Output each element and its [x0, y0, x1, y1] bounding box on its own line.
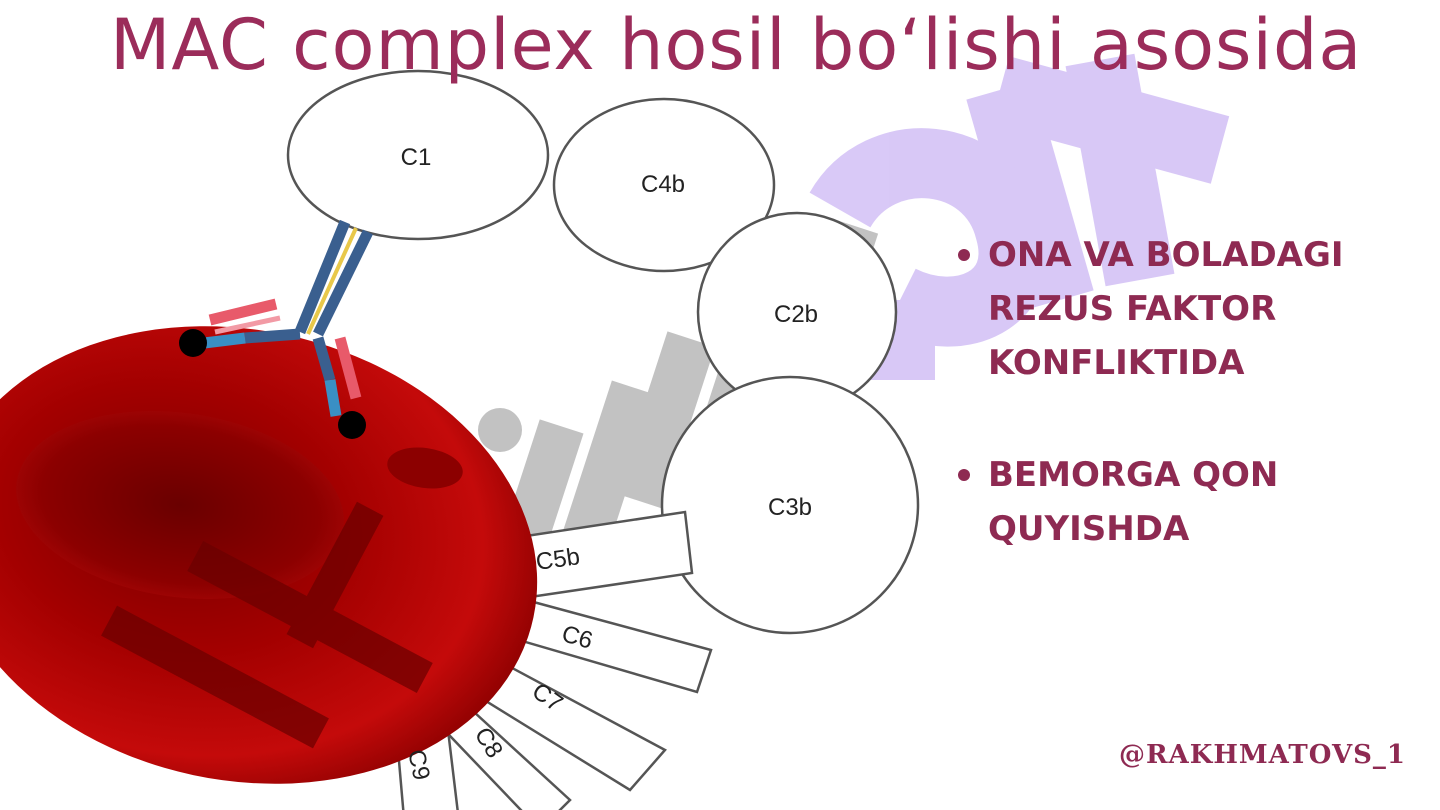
c9-label: C9: [402, 747, 435, 783]
bullet-text: BEMORGA QON QUYISHDA: [988, 455, 1279, 549]
c4b-label: C4b: [641, 171, 685, 198]
bullet-dot: [958, 249, 970, 261]
watermark-24: [809, 53, 1230, 380]
page-title: MAC complex hosil bo‘lishi asosida: [110, 4, 1363, 86]
c2b-label: C2b: [774, 301, 818, 328]
complement-chain: [286, 69, 920, 810]
red-blood-cell: [0, 326, 538, 784]
bullet-list: ONA VA BOLADAGI REZUS FAKTOR KONFLIKTIDA…: [958, 228, 1398, 614]
c3b-node: [660, 375, 920, 635]
author-handle: @RAKHMATOVS_1: [1118, 740, 1406, 770]
c6-node: [503, 595, 713, 694]
antibody: [179, 219, 373, 439]
c4b-node: [552, 97, 776, 273]
bullet-dot: [958, 469, 970, 481]
c3b-label: C3b: [768, 494, 812, 521]
c1-label: C1: [401, 144, 432, 171]
bullet-text: ONA VA BOLADAGI REZUS FAKTOR KONFLIKTIDA: [988, 235, 1344, 383]
c1-node: [286, 69, 550, 241]
bullet-item-transfusion: BEMORGA QON QUYISHDA: [958, 448, 1398, 556]
c5b-label: C5b: [534, 543, 581, 576]
bullet-item-rh-conflict: ONA VA BOLADAGI REZUS FAKTOR KONFLIKTIDA: [958, 228, 1398, 390]
